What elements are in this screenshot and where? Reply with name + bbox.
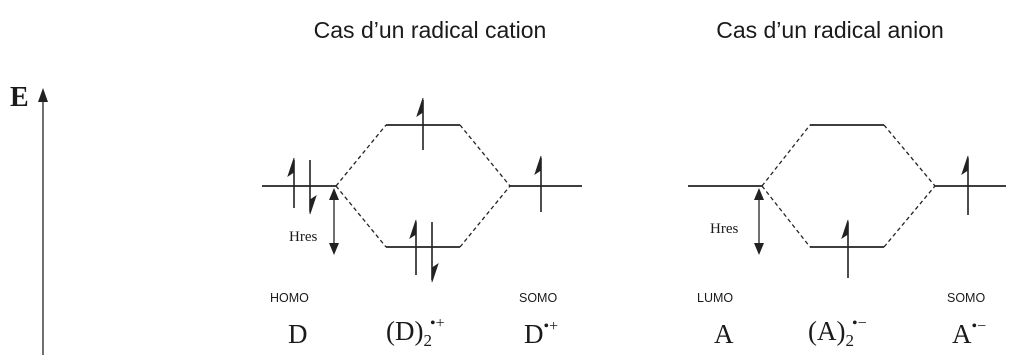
cation-dimer-species: (D)2•+ — [386, 315, 445, 350]
cation-antibonding-spin — [416, 97, 424, 150]
anion-bonding-spin — [841, 219, 849, 278]
anion-lumo-label: LUMO — [697, 291, 733, 305]
cation-species-d: D — [288, 319, 308, 349]
cation-homo-label: HOMO — [270, 291, 309, 305]
cation-bonding-spins — [409, 219, 439, 283]
cation-hres-label: Hres — [289, 229, 317, 245]
anion-somo-spin — [961, 155, 969, 215]
cation-somo-spin — [534, 155, 542, 212]
anion-species-a: A — [714, 319, 734, 349]
anion-hres-arrow: Hres — [710, 188, 764, 255]
title-radical-cation: Cas d’un radical cation — [314, 17, 547, 43]
cation-diagram: Hres HOMO SOMO D (D)2•+ D•+ — [262, 97, 582, 350]
anion-dimer-species: (A)2•− — [808, 315, 867, 350]
anion-hres-label: Hres — [710, 221, 738, 237]
cation-species-d-radical: D•+ — [524, 318, 558, 349]
energy-axis-label: E — [10, 82, 29, 113]
title-radical-anion: Cas d’un radical anion — [716, 17, 944, 43]
energy-axis: E — [10, 82, 48, 355]
anion-correlation-lines — [761, 124, 936, 248]
cation-somo-label: SOMO — [519, 291, 557, 305]
cation-hres-arrow: Hres — [289, 188, 339, 255]
anion-somo-label: SOMO — [947, 291, 985, 305]
cation-homo-spins — [287, 157, 317, 215]
energy-axis-arrowhead — [38, 88, 48, 102]
anion-diagram: Hres LUMO SOMO A (A)2•− A•− — [688, 124, 1006, 350]
anion-species-a-radical: A•− — [952, 318, 986, 349]
